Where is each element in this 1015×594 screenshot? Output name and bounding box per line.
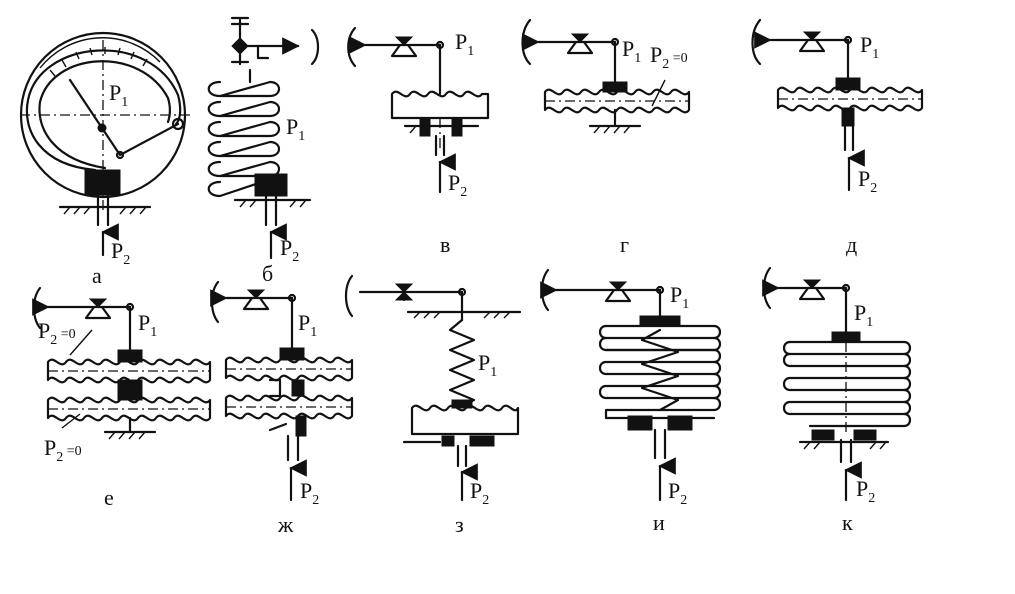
label-b-p1: P1 bbox=[286, 114, 305, 144]
label-i-p2: P2 bbox=[668, 478, 687, 508]
label-e-p2-upper: P2 =0 bbox=[38, 318, 76, 348]
figure-k: P1 P2 к bbox=[762, 266, 912, 535]
label-d-p2: P2 bbox=[858, 166, 877, 196]
label-b-p2: P2 bbox=[280, 235, 299, 265]
spring bbox=[448, 318, 476, 408]
membrane-z bbox=[410, 404, 520, 436]
caption-b: б bbox=[262, 261, 273, 286]
caption-i: и bbox=[653, 510, 665, 535]
bellows-k bbox=[782, 340, 912, 428]
bellows-spring bbox=[640, 328, 680, 412]
upper-membrane-box-zh bbox=[224, 356, 354, 382]
figure-i: P1 P2 и bbox=[540, 268, 722, 535]
figure-g: P1 P2 =0 г bbox=[521, 18, 691, 257]
gauge-socket bbox=[84, 169, 121, 196]
bourdon-tube bbox=[25, 49, 182, 172]
label-zh-p1: P1 bbox=[298, 310, 317, 340]
label-d-p1: P1 bbox=[860, 32, 879, 62]
lower-membrane-box bbox=[46, 396, 212, 422]
label-k-p2: P2 bbox=[856, 476, 875, 506]
caption-z: з bbox=[455, 512, 464, 537]
membrane-box-diff bbox=[776, 86, 924, 112]
label-zh-p2: P2 bbox=[300, 478, 319, 508]
label-a-p1: P1 bbox=[109, 80, 128, 110]
helical-coil bbox=[207, 68, 281, 198]
label-z-p2: P2 bbox=[470, 478, 489, 508]
label-v-p2: P2 bbox=[448, 170, 467, 200]
label-a-p2: P2 bbox=[111, 238, 130, 268]
caption-d: д bbox=[846, 232, 857, 257]
label-i-p1: P1 bbox=[670, 282, 689, 312]
caption-a: а bbox=[92, 263, 102, 288]
figure-b: P1 P2 б bbox=[207, 16, 320, 286]
caption-g: г bbox=[620, 232, 629, 257]
figure-v: P1 P2 в bbox=[347, 26, 490, 257]
bellows bbox=[598, 324, 722, 420]
caption-k: к bbox=[842, 510, 853, 535]
label-k-p1: P1 bbox=[854, 300, 873, 330]
caption-v: в bbox=[440, 232, 450, 257]
label-g-p2: P2 =0 bbox=[650, 42, 688, 72]
figure-e: P1 P2 =0 P2 =0 е bbox=[32, 286, 212, 510]
label-e-p1: P1 bbox=[138, 310, 157, 340]
gauge-scale bbox=[39, 37, 161, 69]
caption-zh: ж bbox=[277, 512, 294, 537]
lower-membrane-box-zh bbox=[224, 394, 354, 420]
label-z-p1: P1 bbox=[478, 350, 497, 380]
figure-d: P1 P2 д bbox=[751, 18, 924, 257]
membrane bbox=[390, 90, 490, 120]
label-g-p1: P1 bbox=[622, 36, 641, 66]
figure-zh: P1 P2 ж bbox=[210, 280, 354, 537]
caption-e: е bbox=[104, 485, 114, 510]
label-v-p1: P1 bbox=[455, 29, 474, 59]
gauge-pointer bbox=[68, 78, 104, 130]
figure-z: P1 P2 з bbox=[344, 274, 522, 537]
label-e-p2-lower: P2 =0 bbox=[44, 435, 82, 465]
figure-a: P1 P2 а bbox=[19, 31, 190, 288]
membrane-box bbox=[543, 88, 691, 114]
upper-membrane-box bbox=[46, 358, 212, 384]
